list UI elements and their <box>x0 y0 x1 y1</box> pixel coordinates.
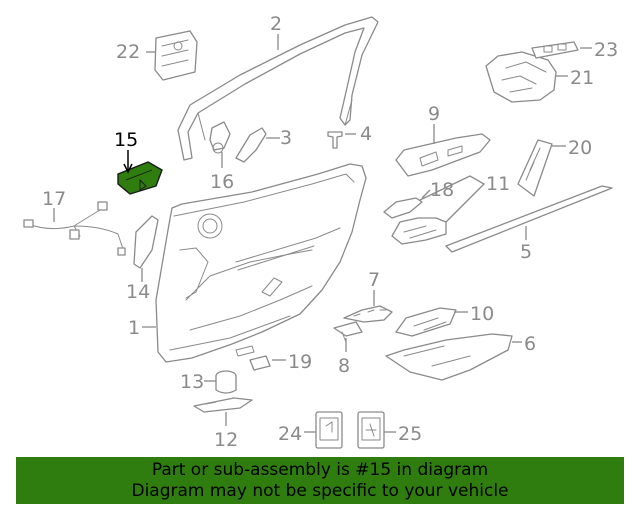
callout-23: 23 <box>594 39 618 61</box>
part-14-pillar-trim <box>133 215 159 269</box>
callout-12: 12 <box>214 429 238 451</box>
callout-11: 11 <box>486 173 510 195</box>
part-9-armrest-trim <box>395 133 491 177</box>
part-25-switch <box>357 411 385 449</box>
callout-5: 5 <box>520 241 532 263</box>
callout-21: 21 <box>570 67 594 89</box>
part-11-handle-assembly <box>391 217 447 245</box>
part-20-switch-panel <box>517 139 553 197</box>
part-13-socket <box>215 370 237 394</box>
callout-6: 6 <box>524 333 536 355</box>
part-7-bracket <box>343 305 393 323</box>
callout-19: 19 <box>288 351 312 373</box>
part-16-bracket <box>209 121 231 154</box>
callout-7: 7 <box>368 269 380 291</box>
callout-3: 3 <box>280 127 292 149</box>
callout-8: 8 <box>338 355 350 377</box>
callout-2: 2 <box>270 13 282 35</box>
info-banner: Part or sub-assembly is #15 in diagram D… <box>16 457 624 504</box>
callout-15: 15 <box>114 129 138 151</box>
part-2-frame-molding <box>177 16 379 161</box>
part-18-handle <box>383 197 423 219</box>
callout-14: 14 <box>126 281 150 303</box>
part-22-module <box>154 30 198 81</box>
callout-20: 20 <box>568 137 592 159</box>
part-5-belt-strip <box>445 185 613 253</box>
banner-line-2: Diagram may not be specific to your vehi… <box>131 481 509 501</box>
part-6-armrest-base <box>385 333 513 381</box>
callout-18: 18 <box>430 179 454 201</box>
callout-25: 25 <box>398 423 422 445</box>
part-21-seat-switch <box>485 51 557 103</box>
part-10-switch-bezel <box>395 307 457 337</box>
part-19-switch <box>249 355 271 371</box>
part-4-clip <box>327 131 343 149</box>
callout-24: 24 <box>278 423 302 445</box>
callout-10: 10 <box>470 303 494 325</box>
part-12-pad <box>193 397 253 413</box>
part-23-switch <box>531 41 579 59</box>
callout-4: 4 <box>360 123 372 145</box>
callout-1: 1 <box>128 317 140 339</box>
callout-16: 16 <box>210 171 234 193</box>
banner-line-1: Part or sub-assembly is #15 in diagram <box>151 460 489 480</box>
callout-22: 22 <box>116 41 140 63</box>
callout-9: 9 <box>428 103 440 125</box>
callout-13: 13 <box>180 371 204 393</box>
part-17-harness <box>23 201 126 256</box>
part-8-bracket <box>333 321 363 343</box>
part-1-door-panel <box>155 163 367 363</box>
part-24-switch <box>315 411 343 449</box>
callout-17: 17 <box>42 188 66 210</box>
diagram-canvas: 22 2 3 4 16 15 17 14 1 9 18 11 20 5 21 2… <box>23 13 618 451</box>
part-3-trim <box>235 127 267 163</box>
